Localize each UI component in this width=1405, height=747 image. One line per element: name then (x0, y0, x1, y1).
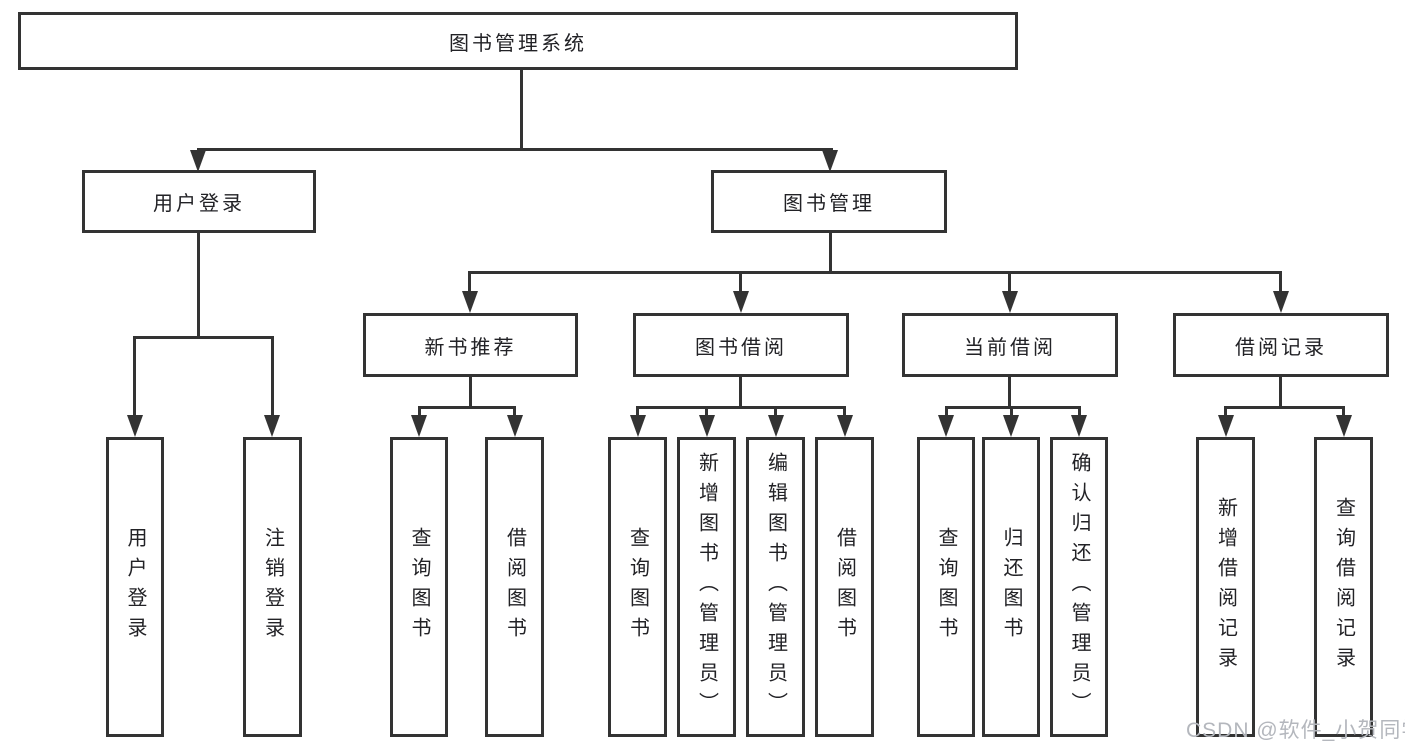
arrowhead-down-icon (507, 415, 523, 437)
arrowhead-down-icon (264, 415, 280, 437)
edge-drop-line (945, 406, 948, 418)
leaf-records-query-record-label: 查询借阅记录 (1332, 497, 1355, 677)
leaf-recommend-borrow-books: 借阅图书 (485, 437, 544, 737)
arrowhead-down-icon (837, 415, 853, 437)
arrowhead-down-icon (462, 291, 478, 313)
leaf-user-login-action-label: 用户登录 (124, 527, 146, 647)
node-user-login: 用户登录 (82, 170, 316, 233)
edge-level2-rail (197, 148, 833, 151)
leaf-borrowing-borrow-books-label: 借阅图书 (833, 527, 856, 647)
node-current-borrowing: 当前借阅 (902, 313, 1118, 377)
node-borrowing-records-label: 借阅记录 (1235, 336, 1327, 359)
arrowhead-down-icon (699, 415, 715, 437)
node-book-borrowing: 图书借阅 (633, 313, 849, 377)
leaf-records-add-record: 新增借阅记录 (1196, 437, 1255, 737)
edge-level3-rail (469, 271, 1282, 274)
arrowhead-down-icon (938, 415, 954, 437)
node-user-login-label: 用户登录 (153, 193, 245, 215)
edge-book-borrowing-rail (636, 406, 846, 409)
node-library-system: 图书管理系统 (18, 12, 1018, 70)
arrowhead-down-icon (768, 415, 784, 437)
edge-drop-line (1342, 406, 1345, 418)
edge-drop-line (1078, 406, 1081, 418)
edge-drop-line (468, 271, 471, 297)
node-current-borrowing-label: 当前借阅 (964, 336, 1056, 359)
edge-borrowing-records-stem (1279, 377, 1282, 408)
edge-new-book-recommend-rail (418, 406, 516, 409)
leaf-borrowing-edit-books-admin-label: 编辑图书（管理员） (764, 452, 787, 722)
edge-drop-line (705, 406, 708, 418)
arrowhead-down-icon (1071, 415, 1087, 437)
edge-current-borrowing-stem (1008, 377, 1011, 408)
edge-drop-line (1279, 271, 1282, 297)
leaf-current-query-books: 查询图书 (917, 437, 975, 737)
leaf-current-return-books-label: 归还图书 (1000, 527, 1022, 647)
edge-drop-line (513, 406, 516, 418)
arrowhead-down-icon (127, 415, 143, 437)
leaf-recommend-borrow-books-label: 借阅图书 (503, 527, 526, 647)
leaf-records-add-record-label: 新增借阅记录 (1214, 497, 1237, 677)
leaf-logout: 注销登录 (243, 437, 302, 737)
arrowhead-down-icon (411, 415, 427, 437)
leaf-borrowing-add-books-admin: 新增图书（管理员） (677, 437, 736, 737)
arrowhead-down-icon (1336, 415, 1352, 437)
arrowhead-down-icon (822, 150, 838, 172)
edge-drop-line (1010, 406, 1013, 418)
edge-root-stem (520, 70, 523, 150)
node-library-system-label: 图书管理系统 (449, 32, 587, 55)
leaf-current-confirm-return-admin-label: 确认归还（管理员） (1068, 452, 1090, 722)
edge-user-login-stem (197, 233, 200, 338)
edge-user-login-rail (133, 336, 274, 339)
leaf-borrowing-query-books-label: 查询图书 (626, 527, 649, 647)
leaf-recommend-query-books: 查询图书 (390, 437, 448, 737)
edge-drop-line (843, 406, 846, 418)
node-book-management: 图书管理 (711, 170, 947, 233)
node-borrowing-records: 借阅记录 (1173, 313, 1389, 377)
edge-drop-line (418, 406, 421, 418)
arrowhead-down-icon (190, 150, 206, 172)
node-new-book-recommend: 新书推荐 (363, 313, 578, 377)
leaf-borrowing-edit-books-admin: 编辑图书（管理员） (746, 437, 805, 737)
edge-drop-line (636, 406, 639, 418)
edge-book-management-stem (829, 233, 832, 274)
csdn-watermark: CSDN @软件_小贺同学 (1186, 719, 1405, 742)
leaf-borrowing-query-books: 查询图书 (608, 437, 667, 737)
arrowhead-down-icon (1003, 415, 1019, 437)
leaf-current-return-books: 归还图书 (982, 437, 1040, 737)
node-book-management-label: 图书管理 (783, 193, 875, 215)
edge-drop-line (1224, 406, 1227, 418)
leaf-borrowing-add-books-admin-label: 新增图书（管理员） (695, 452, 718, 722)
arrowhead-down-icon (733, 291, 749, 313)
leaf-logout-label: 注销登录 (261, 527, 284, 647)
edge-drop-line (271, 336, 274, 418)
edge-book-borrowing-stem (739, 377, 742, 408)
node-book-borrowing-label: 图书借阅 (695, 336, 787, 359)
node-new-book-recommend-label: 新书推荐 (424, 336, 517, 359)
edge-drop-line (774, 406, 777, 418)
leaf-recommend-query-books-label: 查询图书 (408, 527, 430, 647)
arrowhead-down-icon (1218, 415, 1234, 437)
arrowhead-down-icon (1273, 291, 1289, 313)
leaf-records-query-record: 查询借阅记录 (1314, 437, 1373, 737)
edge-current-borrowing-rail (945, 406, 1081, 409)
leaf-user-login-action: 用户登录 (106, 437, 164, 737)
leaf-borrowing-borrow-books: 借阅图书 (815, 437, 874, 737)
edge-drop-line (133, 336, 136, 418)
arrowhead-down-icon (630, 415, 646, 437)
edge-new-book-recommend-stem (469, 377, 472, 408)
leaf-current-confirm-return-admin: 确认归还（管理员） (1050, 437, 1108, 737)
arrowhead-down-icon (1002, 291, 1018, 313)
edge-borrowing-records-rail (1224, 406, 1345, 409)
edge-drop-line (739, 271, 742, 297)
edge-drop-line (1008, 271, 1011, 297)
leaf-current-query-books-label: 查询图书 (935, 527, 957, 647)
